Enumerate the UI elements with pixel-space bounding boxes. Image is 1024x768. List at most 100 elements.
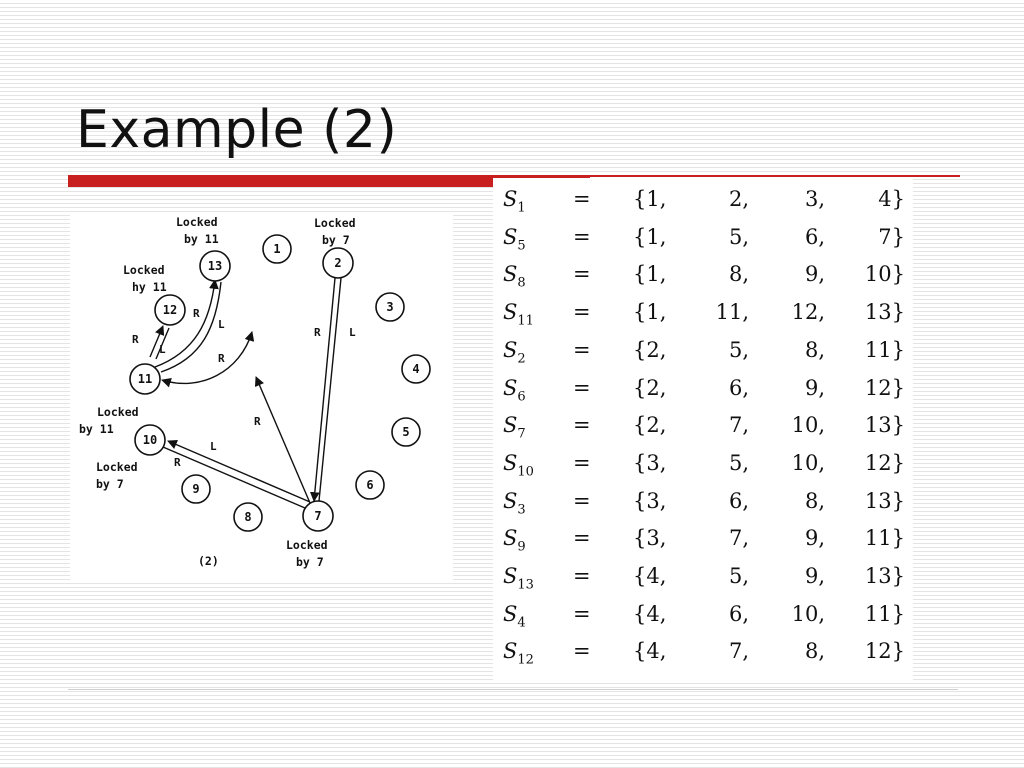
set-name: S4 [503, 601, 526, 637]
set-element-3: 8, [804, 337, 825, 362]
set-index: 9 [517, 539, 526, 555]
set-element-3: 6, [804, 224, 825, 249]
lock-10a-line1: Locked [97, 405, 139, 419]
set-element-1: {1, [633, 224, 667, 249]
set-letter: S [503, 564, 518, 588]
node-1-label: 1 [273, 242, 280, 256]
node-7 [302, 500, 334, 532]
node-11-label: 11 [138, 372, 152, 386]
node-2-label: 2 [334, 256, 341, 270]
set-element-2: 7, [728, 413, 749, 438]
lock-10b-line2: by 7 [96, 477, 124, 491]
set-element-1: {3, [633, 488, 667, 513]
set-element-1: {1, [633, 262, 667, 287]
set-index: 5 [517, 238, 526, 254]
set-letter: S [503, 450, 518, 475]
set-element-2: 5, [728, 337, 749, 362]
node-5 [391, 417, 421, 447]
set-index: 12 [517, 652, 534, 668]
edge-10-7-r-label: R [174, 456, 181, 469]
title-underline-thin [590, 175, 960, 177]
set-element-3: 8, [804, 639, 825, 664]
equals-sign: = [573, 488, 591, 513]
node-3 [375, 292, 405, 322]
edge-2-7-r [318, 277, 342, 502]
set-element-4: 12} [864, 375, 905, 400]
set-element-2: 5, [728, 224, 749, 249]
set-name: S9 [503, 525, 526, 561]
set-element-2: 6, [728, 488, 749, 513]
set-name: S10 [503, 450, 534, 486]
set-index: 3 [517, 502, 526, 518]
set-letter: S [503, 300, 518, 325]
set-element-4: 7} [878, 224, 905, 249]
set-element-1: {2, [633, 375, 667, 400]
set-element-4: 12} [864, 639, 905, 664]
equals-sign: = [573, 450, 591, 475]
node-5-label: 5 [402, 425, 409, 439]
lock-10a-line2: by 11 [79, 422, 114, 436]
node-8-label: 8 [244, 510, 251, 524]
set-element-2: 6, [728, 601, 749, 626]
set-element-2: 2, [728, 187, 749, 211]
lock-13-line2: by 11 [184, 232, 219, 246]
set-index: 6 [517, 389, 526, 405]
set-name: S11 [503, 299, 534, 335]
set-element-4: 13} [864, 300, 905, 325]
set-element-4: 13} [864, 564, 905, 588]
node-12 [154, 294, 186, 326]
set-letter: S [503, 375, 518, 400]
set-index: 2 [517, 351, 526, 367]
lock-13-line1: Locked [176, 215, 218, 229]
lock-2-line1: Locked [314, 216, 356, 230]
node-3-label: 3 [386, 300, 393, 314]
node-4 [401, 354, 431, 384]
set-element-1: {1, [633, 187, 667, 211]
set-element-2: 5, [728, 450, 749, 475]
set-element-4: 12} [864, 450, 905, 475]
node-1 [262, 234, 292, 264]
set-row: S8={1,8,9,10} [493, 257, 913, 293]
set-element-4: 13} [864, 488, 905, 513]
equals-sign: = [573, 300, 591, 325]
lock-diagram: 1 2 3 4 5 6 7 8 9 10 11 12 13 Locked by … [70, 212, 453, 580]
lock-7-line2: by 7 [296, 555, 324, 569]
set-element-3: 9, [804, 262, 825, 287]
node-10-label: 10 [143, 433, 157, 447]
set-letter: S [503, 601, 518, 626]
slide-title: Example (2) [76, 100, 398, 160]
set-row: S7={2,7,10,13} [493, 408, 913, 444]
edge-11-curve-label: R [218, 352, 225, 365]
set-element-4: 10} [864, 262, 905, 287]
edge-2-7-l [309, 277, 336, 502]
set-letter: S [503, 639, 518, 664]
set-element-3: 8, [804, 488, 825, 513]
set-index: 4 [517, 615, 526, 631]
node-12-label: 12 [163, 303, 177, 317]
set-element-3: 9, [804, 564, 825, 588]
equals-sign: = [573, 224, 591, 249]
edge-11-13-l-label: L [218, 318, 225, 331]
set-element-2: 7, [728, 526, 749, 551]
set-name: S7 [503, 412, 526, 448]
lock-10b-line1: Locked [96, 460, 138, 474]
set-row: S6={2,6,9,12} [493, 371, 913, 407]
set-name: S12 [503, 638, 534, 674]
set-letter: S [503, 488, 518, 513]
node-8 [233, 502, 263, 532]
node-9 [181, 474, 211, 504]
edge-12-11-r [149, 325, 165, 358]
set-name: S13 [503, 563, 534, 599]
set-row: S1={1,2,3,4} [493, 182, 913, 218]
set-letter: S [503, 413, 518, 438]
node-11 [129, 363, 161, 395]
equals-sign: = [573, 564, 591, 588]
lock-12-line1: Locked [123, 263, 165, 277]
node-4-label: 4 [412, 362, 419, 376]
set-element-3: 3, [804, 187, 825, 211]
edge-7-up-label: R [254, 415, 261, 428]
set-element-1: {4, [633, 639, 667, 664]
set-name: S5 [503, 224, 526, 260]
set-element-1: {4, [633, 601, 667, 626]
set-index: 1 [517, 200, 526, 216]
